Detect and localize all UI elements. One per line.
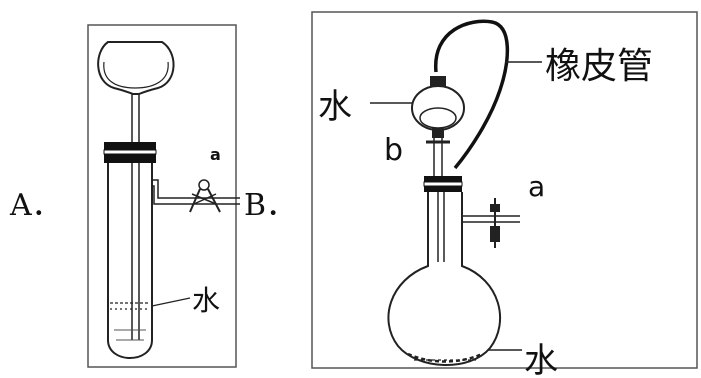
stopcock-b-label: b [384, 133, 403, 168]
water-top-label: 水 [318, 87, 352, 127]
option-a-label: A． [9, 188, 62, 223]
flask-stopper [423, 176, 463, 192]
spring-clamp-a [189, 179, 221, 213]
water-level-a [110, 302, 150, 341]
round-bottom-flask [387, 192, 502, 366]
rubber-hose [434, 19, 510, 170]
diagram-b-frame [311, 11, 698, 369]
rubber-stopper [103, 142, 157, 163]
water-level-b [407, 352, 483, 363]
dropping-funnel-b [411, 76, 465, 176]
stopcock-a-b [462, 198, 520, 248]
test-tube [107, 163, 153, 359]
water-label-a: 水 [192, 284, 220, 317]
valve-a-label: a [210, 145, 221, 164]
separatory-funnel [97, 41, 175, 142]
hose-label: 橡皮管 [545, 46, 653, 87]
water-bottom-label: 水 [524, 341, 558, 378]
diagram-b: 橡皮管 水 b [311, 11, 698, 378]
diagram-a: a 水 [87, 24, 240, 368]
valve-a-label-b: a [528, 170, 545, 203]
water-leader-a [151, 297, 191, 307]
diagram-a-frame [87, 24, 237, 368]
option-b-label: B． [244, 188, 296, 223]
